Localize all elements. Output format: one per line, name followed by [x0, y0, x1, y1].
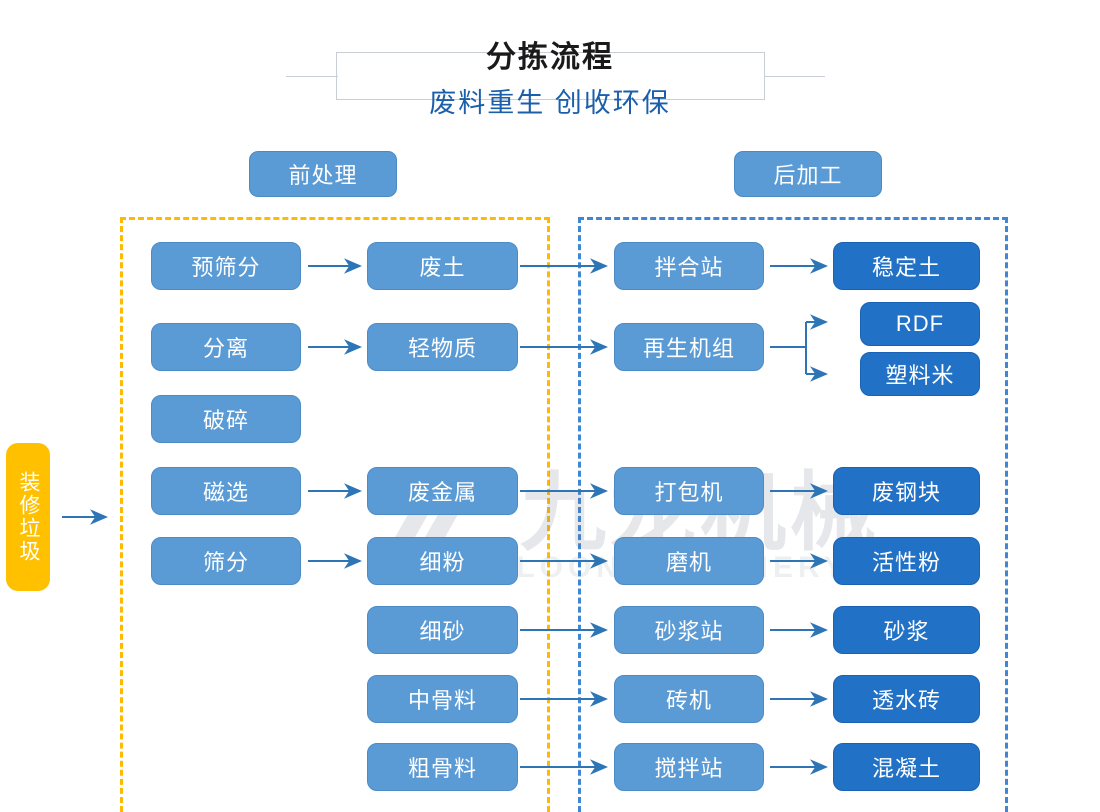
node-stabilized-soil[interactable]: 稳定土: [833, 242, 980, 290]
page-title: 分拣流程: [486, 41, 614, 74]
node-waste-soil[interactable]: 废土: [367, 242, 518, 290]
node-active-powder[interactable]: 活性粉: [833, 537, 980, 585]
node-mill[interactable]: 磨机: [614, 537, 764, 585]
title-rule-right: [765, 76, 825, 77]
node-mortar-station[interactable]: 砂浆站: [614, 606, 764, 654]
title-rule-left: [286, 76, 338, 77]
node-crushing[interactable]: 破碎: [151, 395, 301, 443]
node-regeneration-unit[interactable]: 再生机组: [614, 323, 764, 371]
node-screening[interactable]: 筛分: [151, 537, 301, 585]
preprocess-group-frame: [120, 217, 550, 812]
node-waste-metal[interactable]: 废金属: [367, 467, 518, 515]
node-magnetic-separation[interactable]: 磁选: [151, 467, 301, 515]
node-separation[interactable]: 分离: [151, 323, 301, 371]
node-mortar[interactable]: 砂浆: [833, 606, 980, 654]
node-brick-machine[interactable]: 砖机: [614, 675, 764, 723]
node-permeable-brick[interactable]: 透水砖: [833, 675, 980, 723]
node-baler[interactable]: 打包机: [614, 467, 764, 515]
section-header-preprocess[interactable]: 前处理: [249, 151, 397, 197]
node-mixing-station[interactable]: 拌合站: [614, 242, 764, 290]
node-concrete[interactable]: 混凝土: [833, 743, 980, 791]
node-rdf[interactable]: RDF: [860, 302, 980, 346]
node-concrete-station[interactable]: 搅拌站: [614, 743, 764, 791]
node-mid-aggregate[interactable]: 中骨料: [367, 675, 518, 723]
node-plastic-pellet[interactable]: 塑料米: [860, 352, 980, 396]
node-coarse-aggregate[interactable]: 粗骨料: [367, 743, 518, 791]
page-subtitle: 废料重生 创收环保: [429, 88, 671, 118]
node-light-matter[interactable]: 轻物质: [367, 323, 518, 371]
input-source-construction-waste[interactable]: 装修垃圾: [6, 443, 50, 591]
section-header-postprocess[interactable]: 后加工: [734, 151, 882, 197]
node-pre-screening[interactable]: 预筛分: [151, 242, 301, 290]
node-fine-sand[interactable]: 细砂: [367, 606, 518, 654]
node-fine-powder[interactable]: 细粉: [367, 537, 518, 585]
postprocess-group-frame: [578, 217, 1008, 812]
node-scrap-steel[interactable]: 废钢块: [833, 467, 980, 515]
